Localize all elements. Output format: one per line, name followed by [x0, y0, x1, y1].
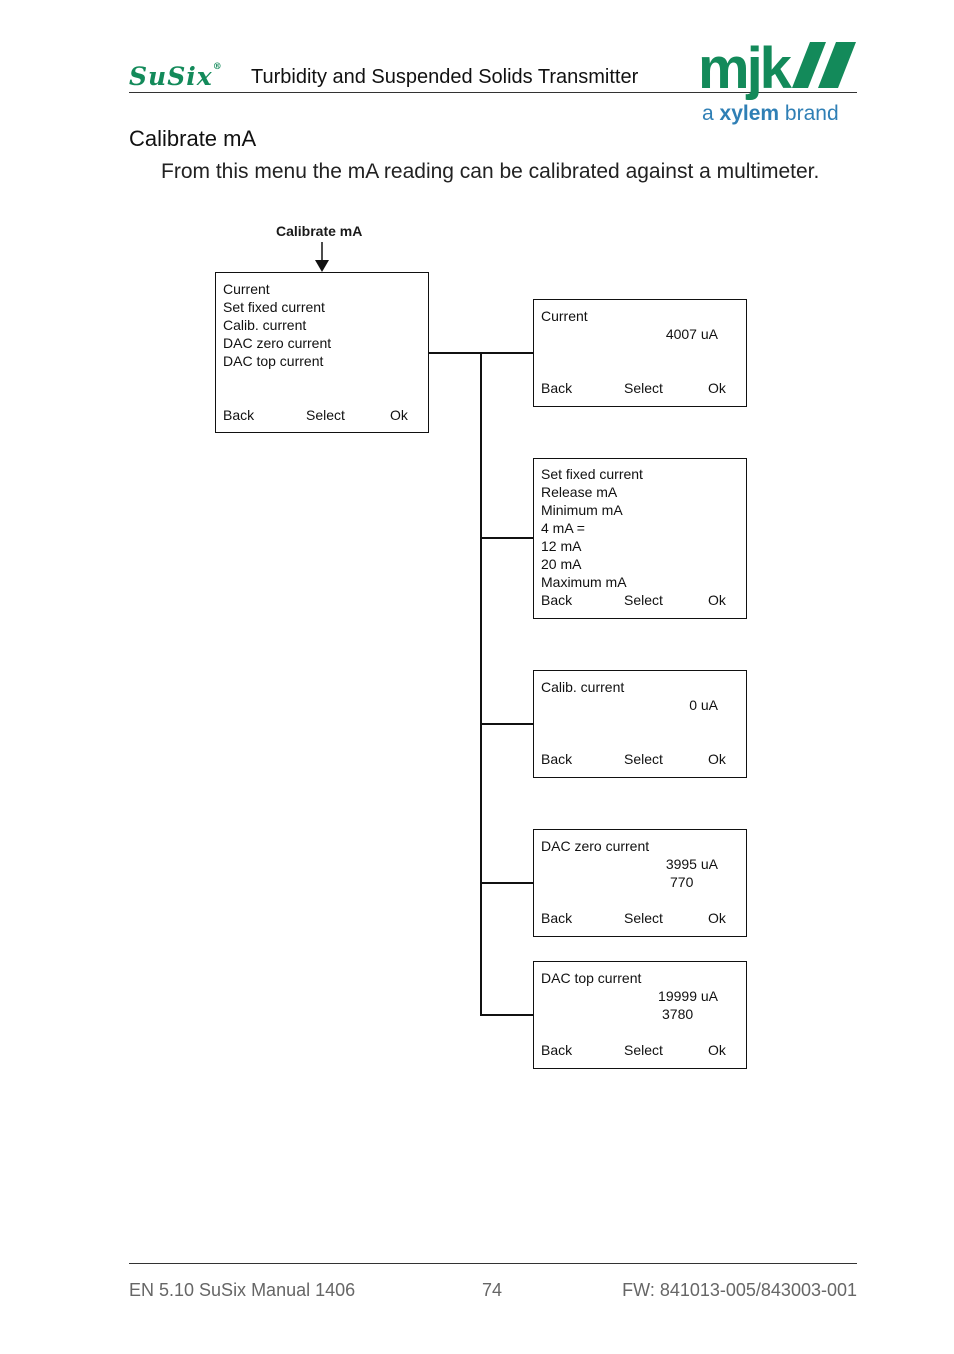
header-title: Turbidity and Suspended Solids Transmitt…: [251, 66, 639, 88]
tagline-a: a: [702, 102, 714, 125]
main-menu-screen: Current Set fixed current Calib. current…: [215, 272, 429, 433]
diagram-entry-label: Calibrate mA: [276, 223, 363, 239]
ok-softkey[interactable]: Ok: [708, 380, 726, 396]
menu-item-set-fixed-current[interactable]: Set fixed current: [223, 299, 325, 315]
menu-item-dac-zero-current[interactable]: DAC zero current: [223, 335, 332, 351]
footer-firmware: FW: 841013-005/843003-001: [622, 1280, 857, 1300]
screen-title: Calib. current: [541, 679, 625, 695]
current-value: 4007 uA: [665, 326, 718, 342]
back-softkey[interactable]: Back: [541, 380, 573, 396]
header-divider: [129, 92, 857, 93]
registered-mark: ®: [212, 62, 223, 72]
menu-item-current[interactable]: Current: [223, 281, 270, 297]
ok-softkey[interactable]: Ok: [708, 910, 726, 926]
page-number: 74: [482, 1280, 503, 1300]
screen-title: DAC top current: [541, 970, 642, 986]
dac-zero-count-value: 770: [670, 874, 694, 890]
intro-text: From this menu the mA reading can be cal…: [161, 160, 820, 183]
dac-zero-ua-value: 3995 uA: [665, 856, 718, 872]
select-softkey[interactable]: Select: [624, 592, 663, 608]
footer-manual-version: EN 5.10 SuSix Manual 1406: [129, 1280, 356, 1300]
susix-logo: SuSix®: [129, 62, 223, 91]
current-screen: Current 4007 uA Back Select Ok: [533, 299, 747, 407]
mjk-logo-text: mjk: [698, 38, 793, 100]
down-arrow-icon: [315, 242, 329, 272]
back-softkey[interactable]: Back: [223, 407, 255, 423]
option-minimum-ma[interactable]: Minimum mA: [541, 502, 623, 518]
dac-top-count-value: 3780: [662, 1006, 694, 1022]
select-softkey[interactable]: Select: [624, 910, 663, 926]
option-4-ma[interactable]: 4 mA =: [541, 520, 585, 536]
connector-line: [480, 1014, 534, 1016]
tagline-brand: brand: [784, 102, 839, 125]
ok-softkey[interactable]: Ok: [708, 592, 726, 608]
option-release-ma[interactable]: Release mA: [541, 484, 618, 500]
back-softkey[interactable]: Back: [541, 1042, 573, 1058]
back-softkey[interactable]: Back: [541, 751, 573, 767]
tagline-xylem: xylem: [719, 102, 780, 125]
footer-divider: [129, 1263, 857, 1264]
calib-current-screen: Calib. current 0 uA Back Select Ok: [533, 670, 747, 778]
susix-logo-text: SuSix: [129, 62, 213, 91]
option-12-ma[interactable]: 12 mA: [541, 538, 582, 554]
connector-line: [480, 882, 534, 884]
connector-trunk: [480, 352, 482, 1015]
dac-top-ua-value: 19999 uA: [658, 988, 718, 1004]
back-softkey[interactable]: Back: [541, 910, 573, 926]
calib-value: 0 uA: [689, 697, 718, 713]
section-title: Calibrate mA: [129, 126, 257, 151]
dac-zero-current-screen: DAC zero current 3995 uA 770 Back Select…: [533, 829, 747, 937]
menu-item-calib-current[interactable]: Calib. current: [223, 317, 307, 333]
set-fixed-current-screen: Set fixed current Release mA Minimum mA …: [533, 458, 747, 619]
dac-top-current-screen: DAC top current 19999 uA 3780 Back Selec…: [533, 961, 747, 1069]
ok-softkey[interactable]: Ok: [708, 1042, 726, 1058]
option-maximum-ma[interactable]: Maximum mA: [541, 574, 627, 590]
xylem-tagline: a xylem brand: [702, 102, 839, 126]
screen-title: Current: [541, 308, 588, 324]
mjk-logo-icon: mjk: [698, 38, 856, 100]
screen-title: Set fixed current: [541, 466, 643, 482]
ok-softkey[interactable]: Ok: [708, 751, 726, 767]
screen-title: DAC zero current: [541, 838, 650, 854]
connector-line: [480, 537, 534, 539]
select-softkey[interactable]: Select: [624, 1042, 663, 1058]
select-softkey[interactable]: Select: [624, 380, 663, 396]
ok-softkey[interactable]: Ok: [390, 407, 408, 423]
menu-item-dac-top-current[interactable]: DAC top current: [223, 353, 324, 369]
select-softkey[interactable]: Select: [624, 751, 663, 767]
back-softkey[interactable]: Back: [541, 592, 573, 608]
select-softkey[interactable]: Select: [306, 407, 345, 423]
option-20-ma[interactable]: 20 mA: [541, 556, 582, 572]
connector-line: [480, 723, 534, 725]
connector-line: [429, 352, 534, 354]
